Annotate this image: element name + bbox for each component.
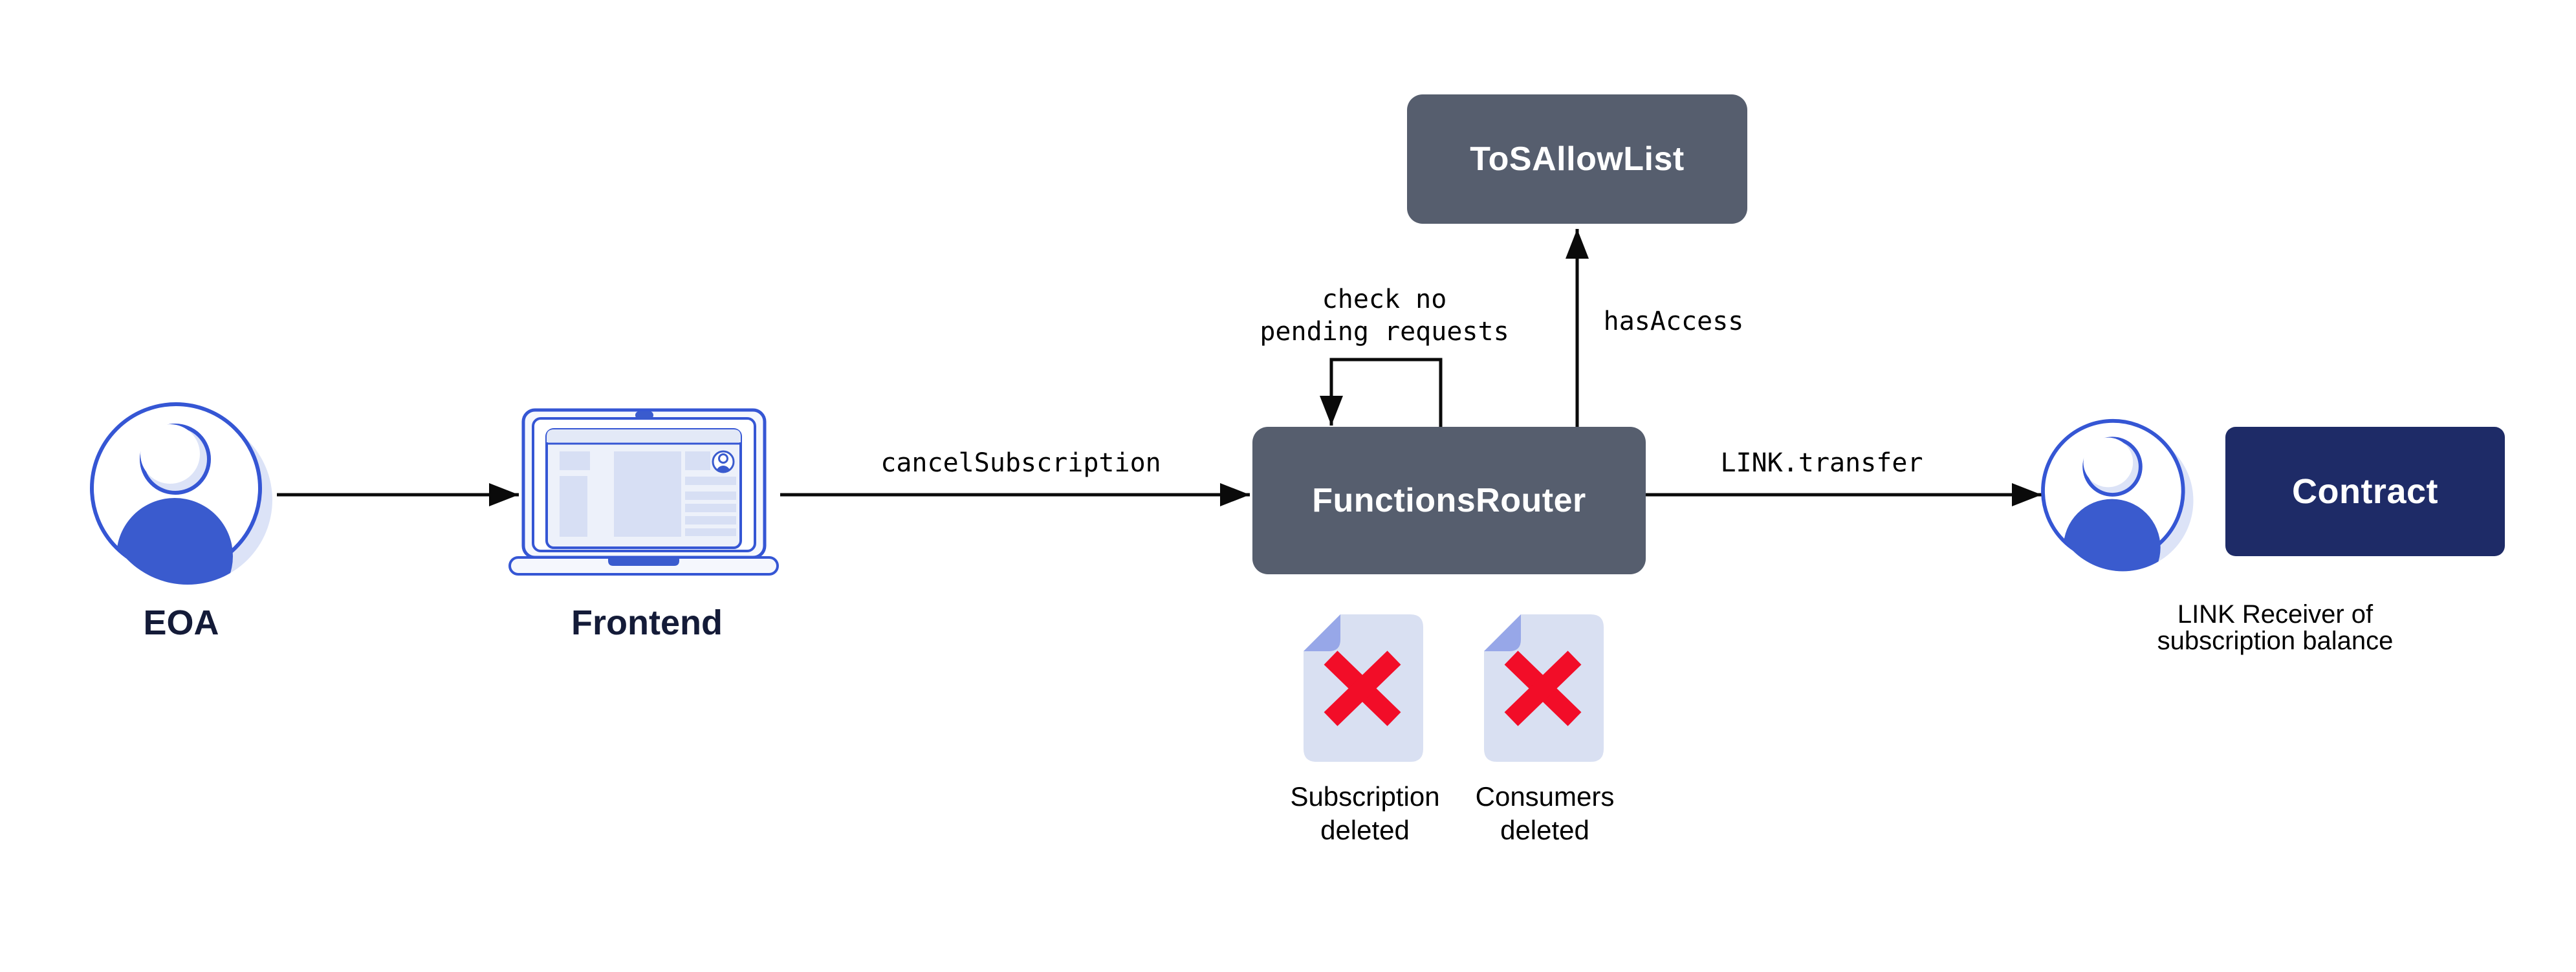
functions-router-label: FunctionsRouter [1312, 482, 1586, 519]
content-block [560, 476, 587, 537]
edge-label-check-pending-line1: check no [1322, 285, 1447, 314]
laptop-webcam [635, 411, 653, 419]
content-row [685, 504, 736, 512]
arrow-router-self-loop [1320, 358, 1443, 427]
laptop-icon [508, 408, 779, 576]
artifact-caption-line2: deleted [1320, 815, 1410, 845]
eoa-label: EOA [143, 603, 219, 642]
edge-label-has-access: hasAccess [1603, 307, 1744, 336]
browser-topbar [547, 429, 741, 442]
node-contract: Contract [2225, 427, 2505, 556]
receiver-caption: LINK Receiver of subscription balance [2157, 601, 2394, 654]
artifact-caption-consumers: Consumers deleted [1476, 780, 1615, 847]
artifact-caption-subscription: Subscription deleted [1290, 780, 1439, 847]
content-row [685, 491, 736, 500]
node-tos-allow-list: ToSAllowList [1407, 94, 1747, 224]
person-icon [2041, 418, 2194, 572]
artifact-caption-line2: deleted [1500, 815, 1589, 845]
red-x-icon [1324, 651, 1401, 726]
edge-label-link-transfer: LINK.transfer [1720, 448, 1923, 478]
edge-label-check-pending-line2: pending requests [1260, 317, 1509, 347]
avatar-body [116, 498, 233, 585]
node-functions-router: FunctionsRouter [1252, 427, 1646, 574]
content-row [685, 477, 736, 485]
frontend-label: Frontend [571, 603, 723, 642]
browser-user-avatar-head [718, 453, 728, 464]
edge-label-cancel-subscription: cancelSubscription [880, 448, 1161, 478]
avatar-head-highlight [2083, 437, 2134, 488]
receiver-caption-line2: subscription balance [2157, 627, 2394, 655]
document-fold [1484, 614, 1521, 651]
content-block [685, 451, 710, 470]
red-x-icon [1504, 651, 1582, 726]
receiver-caption-line1: LINK Receiver of [2177, 600, 2374, 629]
contract-label: Contract [2291, 472, 2438, 511]
artifact-caption-line1: Subscription [1290, 781, 1440, 812]
laptop-notch [608, 557, 679, 566]
browser-user-avatar-body [716, 466, 730, 471]
content-block [614, 451, 681, 537]
avatar-body [2063, 499, 2161, 572]
avatar-head-highlight [140, 424, 200, 484]
document-fold [1304, 614, 1340, 651]
edge-label-check-pending: check no pending requests [1260, 283, 1509, 348]
person-icon [90, 402, 272, 585]
content-row [685, 528, 736, 536]
content-row [685, 516, 736, 524]
content-block [560, 451, 590, 470]
artifact-caption-line1: Consumers [1475, 781, 1615, 812]
tos-allow-list-label: ToSAllowList [1470, 140, 1685, 178]
document-deleted-icon [1484, 614, 1604, 762]
document-deleted-icon [1304, 614, 1423, 762]
